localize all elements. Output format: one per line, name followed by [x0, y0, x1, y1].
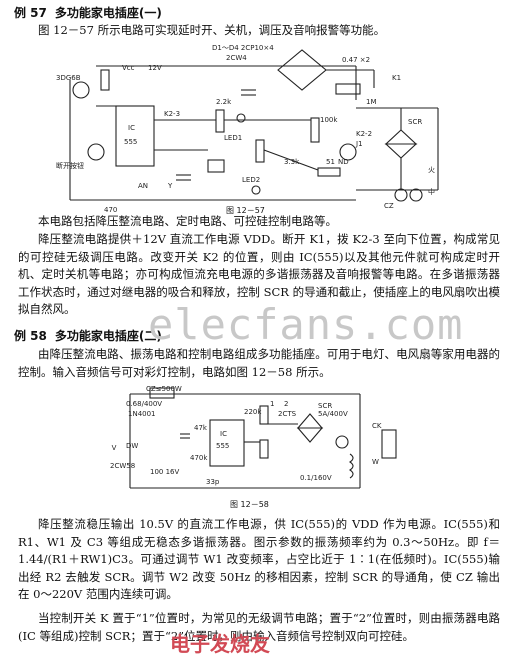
- circuit-diagram-12-57: 3DG6B Vcc 12V D1～D4 2CP10×4 2CW4 0.47 ×2…: [56, 44, 439, 214]
- example-57-number: 例 57: [14, 6, 47, 20]
- example-58-title: 多功能家电插座(二): [54, 329, 162, 343]
- svg-text:W: W: [372, 458, 379, 466]
- svg-text:0.68/400V: 0.68/400V: [126, 400, 162, 408]
- example-57-paragraph-2: 降压整流电路提供＋12V 直流工作电源 VDD。断开 K1，拨 K2-3 至向下…: [18, 232, 500, 317]
- svg-text:1M: 1M: [366, 98, 377, 106]
- svg-text:3.3k: 3.3k: [284, 158, 300, 166]
- svg-text:2: 2: [284, 400, 288, 408]
- svg-text:J1: J1: [355, 140, 363, 148]
- svg-text:LED1: LED1: [224, 134, 242, 142]
- svg-text:Y: Y: [167, 182, 173, 190]
- example-58-heading: 例 58 多功能家电插座(二): [14, 327, 162, 344]
- svg-text:100 16V: 100 16V: [150, 468, 179, 476]
- svg-text:2CW58: 2CW58: [110, 462, 135, 470]
- svg-text:SCR: SCR: [408, 118, 422, 126]
- example-58-paragraph-1: 由降压整流电路、振荡电路和控制电路组成多功能插座。可用于电灯、电风扇等家用电器的…: [18, 347, 500, 379]
- example-58-number: 例 58: [14, 329, 47, 343]
- svg-text:51: 51: [326, 158, 335, 166]
- ic-555-box: [115, 105, 155, 167]
- svg-text:CK: CK: [372, 422, 382, 430]
- svg-text:AN: AN: [138, 182, 148, 190]
- circuit-diagram-12-58: CZ≤500W 0.68/400V 1N4001 220 V DW 2CW58 …: [110, 385, 397, 489]
- svg-text:D1～D4 2CP10×4: D1～D4 2CP10×4: [212, 44, 274, 52]
- svg-text:DW: DW: [126, 442, 138, 450]
- svg-text:220 V: 220 V: [110, 444, 117, 452]
- figure-12-57-caption: 图 12－57: [226, 206, 265, 215]
- svg-text:3DG6B: 3DG6B: [56, 74, 81, 82]
- svg-text:K2-2: K2-2: [356, 130, 372, 138]
- figure-12-58-caption: 图 12－58: [230, 500, 269, 509]
- svg-text:ND: ND: [338, 158, 349, 166]
- svg-text:12V: 12V: [148, 64, 162, 72]
- example-57-title: 多功能家电插座(一): [54, 6, 162, 20]
- svg-text:1: 1: [270, 400, 274, 408]
- svg-text:33p: 33p: [206, 478, 220, 486]
- svg-text:K2-3: K2-3: [164, 110, 180, 118]
- svg-text:470k: 470k: [190, 454, 208, 462]
- svg-text:断开按钮: 断开按钮: [56, 161, 84, 170]
- svg-text:中: 中: [428, 187, 435, 196]
- svg-text:K1: K1: [392, 74, 401, 82]
- svg-text:0.1/160V: 0.1/160V: [300, 474, 332, 482]
- svg-text:Vcc: Vcc: [122, 64, 135, 72]
- svg-text:IC: IC: [128, 124, 135, 132]
- svg-text:IC: IC: [220, 430, 227, 438]
- svg-text:2.2k: 2.2k: [216, 98, 232, 106]
- example-57-intro: 图 12－57 所示电路可实现延时开、关机，调压及音响报警等功能。: [38, 23, 386, 37]
- svg-text:470: 470: [104, 206, 117, 214]
- svg-text:47k: 47k: [194, 424, 208, 432]
- site-watermark: elecfans.com: [148, 300, 464, 349]
- svg-text:2CTS: 2CTS: [278, 410, 297, 418]
- svg-text:555: 555: [124, 138, 137, 146]
- example-58-paragraph-3: 当控制开关 K 置于“1”位置时，为常见的无级调节电路；置于“2”位置时，则由振…: [18, 611, 500, 643]
- example-58-paragraph-2: 降压整流稳压输出 10.5V 的直流工作电源，供 IC(555)的 VDD 作为…: [18, 517, 500, 602]
- svg-text:0.47 ×2: 0.47 ×2: [342, 56, 370, 64]
- svg-text:2CW4: 2CW4: [226, 54, 247, 62]
- svg-text:SCR: SCR: [318, 402, 332, 410]
- svg-text:5A/400V: 5A/400V: [318, 410, 348, 418]
- svg-text:1N4001: 1N4001: [128, 410, 156, 418]
- svg-text:220k: 220k: [244, 408, 262, 416]
- svg-text:CZ: CZ: [384, 202, 394, 210]
- svg-text:100k: 100k: [320, 116, 338, 124]
- cn-watermark: 电子发烧友: [170, 632, 270, 656]
- svg-text:555: 555: [216, 442, 229, 450]
- svg-text:CZ≤500W: CZ≤500W: [146, 385, 182, 393]
- example-57-paragraph-1: 本电路包括降压整流电路、定时电路、可控硅控制电路等。: [38, 214, 337, 228]
- svg-text:LED2: LED2: [242, 176, 260, 184]
- example-57-heading: 例 57 多功能家电插座(一): [14, 4, 162, 21]
- svg-text:火: 火: [428, 166, 435, 174]
